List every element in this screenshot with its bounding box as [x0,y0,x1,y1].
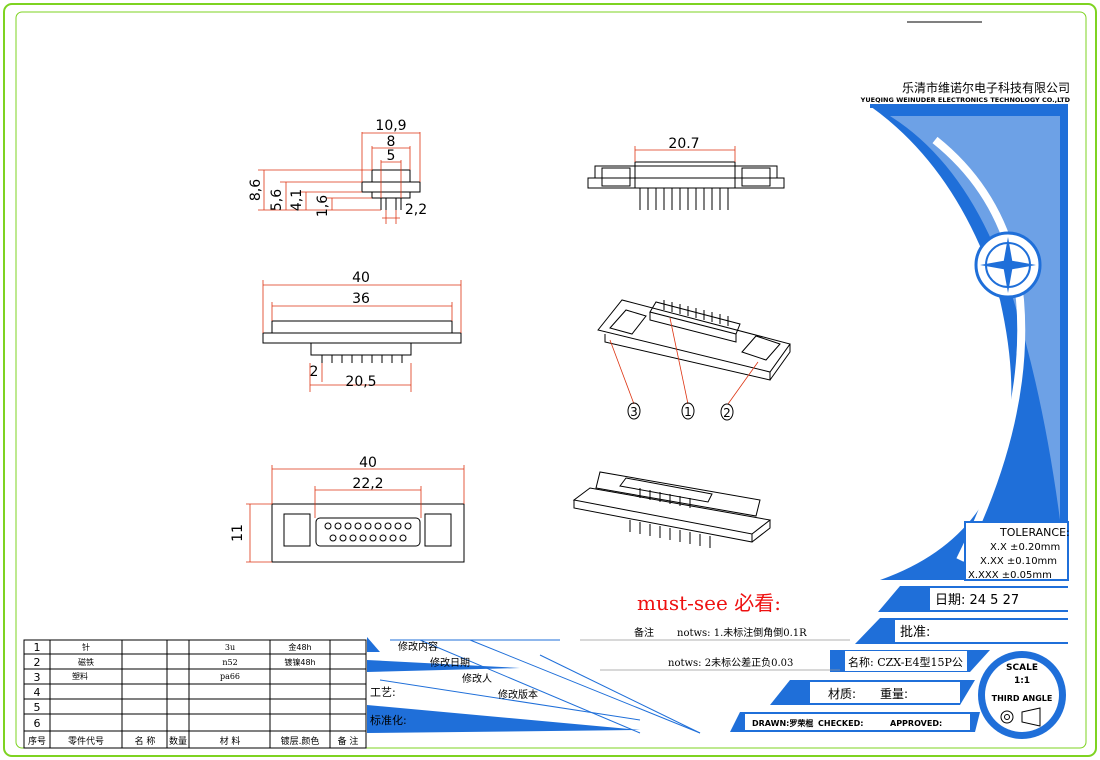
callout-1: 1 [684,405,692,419]
pin-holes [324,522,412,542]
svg-text:5,6: 5,6 [269,189,285,211]
bom-rows: 1 2 3 4 5 6 针 磁铁 塑料 3u n52 pa66 金48h 镀镍4… [28,641,358,747]
top-view-labels: 10,9 8 5 8,6 5,6 4,1 1,6 2,2 [248,118,427,218]
bottom-view [271,503,465,563]
svg-text:标准化:: 标准化: [370,713,407,727]
svg-text:备注: 备注 [634,626,654,639]
svg-text:数量: 数量 [169,735,187,747]
svg-text:备 注: 备 注 [338,735,359,747]
svg-text:2,2: 2,2 [405,202,427,218]
svg-text:22,2: 22,2 [352,476,383,492]
top-view [361,169,421,210]
svg-text:工艺:: 工艺: [370,686,396,699]
svg-text:修改版本: 修改版本 [498,688,538,701]
svg-text:20,5: 20,5 [345,374,376,390]
title-block: 日期: 24 5 27 批准: 名称: CZX-E4型15P公 材质: 重量: … [730,586,1068,739]
svg-text:材质:: 材质: [828,687,856,701]
callout-3: 3 [630,405,638,419]
svg-text:镀镍48h: 镀镍48h [284,657,315,667]
svg-text:名 称: 名 称 [135,735,156,747]
svg-text:材 料: 材 料 [220,735,241,747]
svg-text:notws: 2未标公差正负0.03: notws: 2未标公差正负0.03 [668,656,793,669]
approve-field: 批准: [900,625,930,640]
svg-text:修改日期: 修改日期 [430,656,470,669]
callout-2: 2 [723,406,731,420]
svg-text:2: 2 [34,656,41,669]
outer-border [3,3,1097,757]
svg-text:X.X ±0.20mm: X.X ±0.20mm [990,542,1060,553]
svg-text:1:1: 1:1 [1014,676,1030,686]
svg-text:4: 4 [34,686,41,699]
svg-text:10,9: 10,9 [375,118,406,134]
bottom-view-labels: 40 22,2 11 [230,455,384,542]
svg-text:pa66: pa66 [220,672,240,681]
svg-text:CHECKED:: CHECKED: [818,719,863,728]
side-view-dim-label: 20.7 [668,136,699,152]
revision-block: 修改内容 修改日期 修改人 修改版本 工艺: 标准化: [367,637,701,734]
front-view-labels: 40 36 2 20,5 [310,270,377,390]
tolerance-box: TOLERANCE: X.X ±0.20mm X.XX ±0.10mm X.XX… [964,521,1070,581]
svg-text:镀层.颜色: 镀层.颜色 [281,735,320,747]
svg-text:修改人: 修改人 [462,672,492,685]
svg-text:针: 针 [82,642,90,652]
company-en: YUEQING WEINUDER ELECTRONICS TECHNOLOGY … [860,96,1071,104]
svg-text:4,1: 4,1 [289,189,305,211]
svg-text:8: 8 [387,134,396,150]
svg-text:重量:: 重量: [880,687,908,701]
svg-text:修改内容: 修改内容 [398,640,438,653]
svg-text:X.XXX ±0.05mm: X.XXX ±0.05mm [968,570,1052,581]
notes: 备注 notws: 1.未标注倒角倒0.1R notws: 2未标公差正负0.0… [580,626,850,671]
svg-text:1: 1 [34,641,41,654]
svg-text:TOLERANCE:: TOLERANCE: [999,526,1070,539]
svg-text:36: 36 [352,291,370,307]
iso-view-bottom [572,471,772,548]
company-cn: 乐清市维诺尔电子科技有限公司 [902,80,1070,95]
svg-text:3: 3 [34,671,41,684]
svg-text:APPROVED:: APPROVED: [890,719,942,728]
must-see-note: must-see 必看: [637,591,781,615]
svg-text:notws: 1.未标注倒角倒0.1R: notws: 1.未标注倒角倒0.1R [677,626,807,639]
svg-text:5: 5 [34,701,41,714]
date-field: 日期: 24 5 27 [935,593,1019,608]
svg-text:塑料: 塑料 [72,671,88,681]
svg-text:8,6: 8,6 [248,179,264,201]
svg-text:11: 11 [230,524,246,542]
front-view [262,320,462,363]
front-view-dims [262,280,462,392]
svg-text:X.XX ±0.10mm: X.XX ±0.10mm [980,556,1057,567]
iso-view-top [597,299,791,381]
svg-text:3u: 3u [225,643,235,652]
svg-text:6: 6 [34,717,41,730]
side-view [587,161,785,210]
svg-text:5: 5 [387,148,396,164]
bottom-view-dims [246,465,465,563]
svg-text:零件代号: 零件代号 [68,735,104,747]
svg-text:磁铁: 磁铁 [78,657,94,667]
title-decoration [870,106,1068,580]
svg-text:1,6: 1,6 [315,195,331,217]
svg-text:40: 40 [352,270,370,286]
svg-text:2: 2 [310,364,319,380]
callouts: 3 1 2 [609,317,759,421]
bom-table [23,639,367,749]
svg-text:序号: 序号 [28,735,46,747]
name-field: 名称: CZX-E4型15P公 [848,655,963,669]
svg-text:THIRD ANGLE: THIRD ANGLE [992,694,1053,703]
svg-text:40: 40 [359,455,377,471]
svg-text:n52: n52 [222,658,237,667]
svg-text:金48h: 金48h [288,642,311,652]
top-view-dims [258,132,421,224]
svg-text:SCALE: SCALE [1006,663,1038,673]
side-view-dims [634,146,736,162]
inner-border [15,11,1087,749]
svg-text:DRAWN:罗荣棍: DRAWN:罗荣棍 [752,718,813,728]
